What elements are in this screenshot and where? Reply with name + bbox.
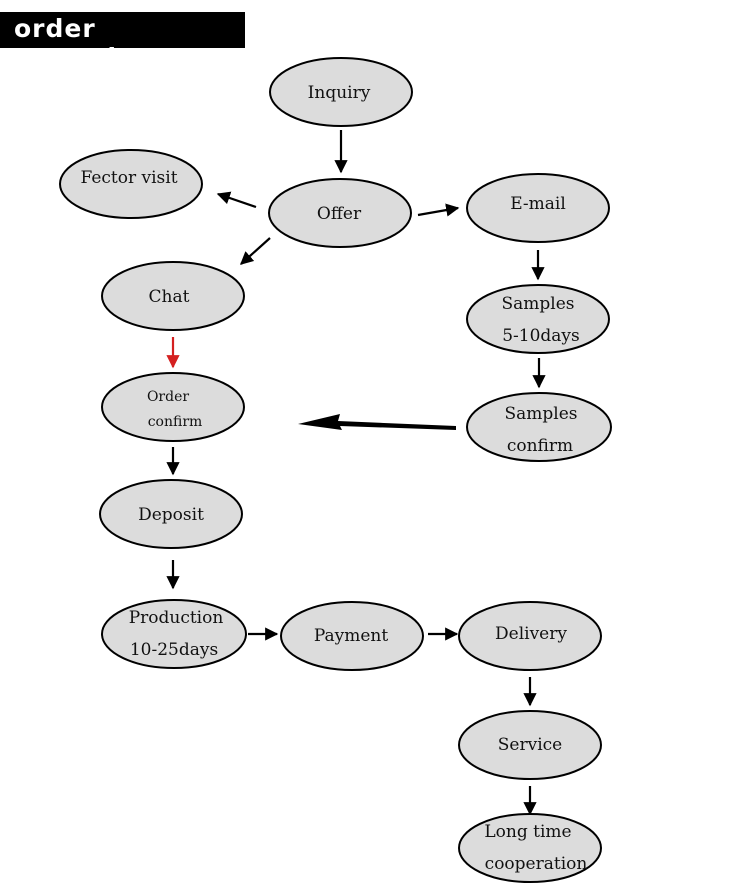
- node-delivery-label: Delivery: [495, 624, 567, 644]
- node-factor-visit-label: Fector visit: [80, 168, 177, 188]
- node-samples: Samples 5-10days: [466, 284, 610, 354]
- node-samples-confirm-label-2: confirm: [507, 436, 573, 456]
- node-samples-confirm-label-1: Samples: [504, 404, 577, 424]
- node-long-time-label-1: Long time: [484, 822, 571, 842]
- node-production: Production 10-25days: [101, 599, 247, 669]
- node-production-label-2: 10-25days: [130, 640, 218, 660]
- node-inquiry: Inquiry: [269, 57, 413, 127]
- node-long-time-label-2: cooperation: [485, 854, 588, 874]
- node-samples-label-2: 5-10days: [502, 326, 580, 346]
- node-service-label: Service: [498, 735, 562, 755]
- node-production-label-1: Production: [129, 608, 224, 628]
- title-banner: order procedure: [0, 12, 245, 72]
- node-payment: Payment: [280, 601, 424, 671]
- node-deposit: Deposit: [99, 479, 243, 549]
- node-offer-label: Offer: [317, 204, 362, 224]
- node-email: E-mail: [466, 173, 610, 243]
- node-deposit-label: Deposit: [138, 505, 204, 525]
- node-order-confirm: Order confirm: [101, 372, 245, 442]
- node-factor-visit: Fector visit: [59, 149, 203, 219]
- arrow-offer-chat: [240, 237, 271, 265]
- node-payment-label: Payment: [314, 626, 389, 646]
- node-long-time-cooperation: Long time cooperation: [458, 813, 602, 883]
- node-samples-confirm: Samples confirm: [466, 392, 612, 462]
- node-order-confirm-label-2: confirm: [148, 414, 203, 430]
- node-chat: Chat: [101, 261, 245, 331]
- arrow-offer-factor-visit: [216, 191, 257, 209]
- node-chat-label: Chat: [149, 287, 190, 307]
- node-order-confirm-label-1: Order: [147, 389, 189, 405]
- node-delivery: Delivery: [458, 601, 602, 671]
- node-offer: Offer: [268, 178, 412, 248]
- node-service: Service: [458, 710, 602, 780]
- arrow-samples-confirm-order-confirm: [298, 414, 456, 430]
- page-title: order procedure: [14, 14, 168, 72]
- node-email-label: E-mail: [510, 194, 566, 214]
- node-samples-label-1: Samples: [501, 294, 574, 314]
- arrow-offer-email: [417, 203, 460, 217]
- node-inquiry-label: Inquiry: [308, 83, 371, 103]
